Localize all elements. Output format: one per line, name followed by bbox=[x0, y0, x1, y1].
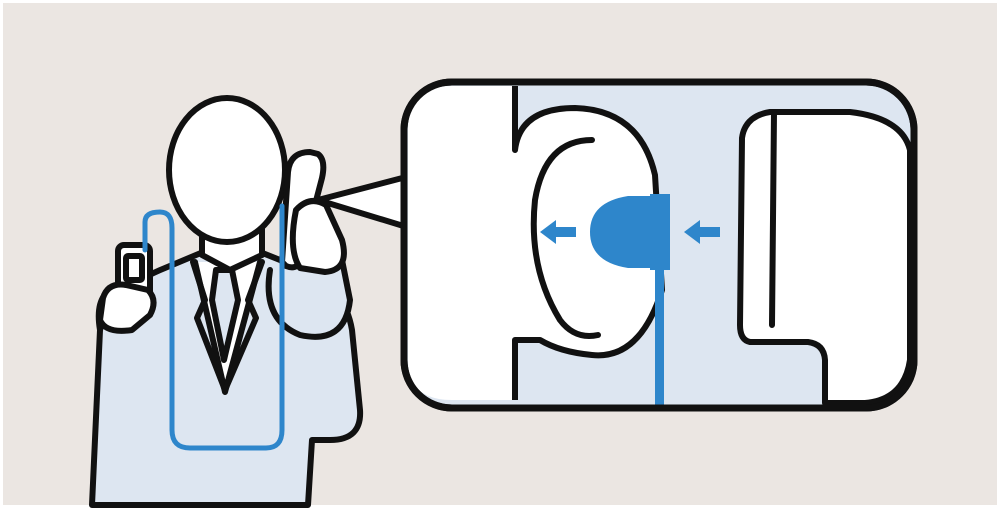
head-closeup-right-edge bbox=[772, 112, 774, 325]
head-closeup bbox=[408, 86, 515, 400]
music-player-screen bbox=[126, 256, 142, 280]
earbud-stem bbox=[650, 194, 670, 270]
head bbox=[169, 98, 285, 242]
callout-panel bbox=[404, 82, 914, 408]
earbud-cable bbox=[655, 268, 664, 408]
